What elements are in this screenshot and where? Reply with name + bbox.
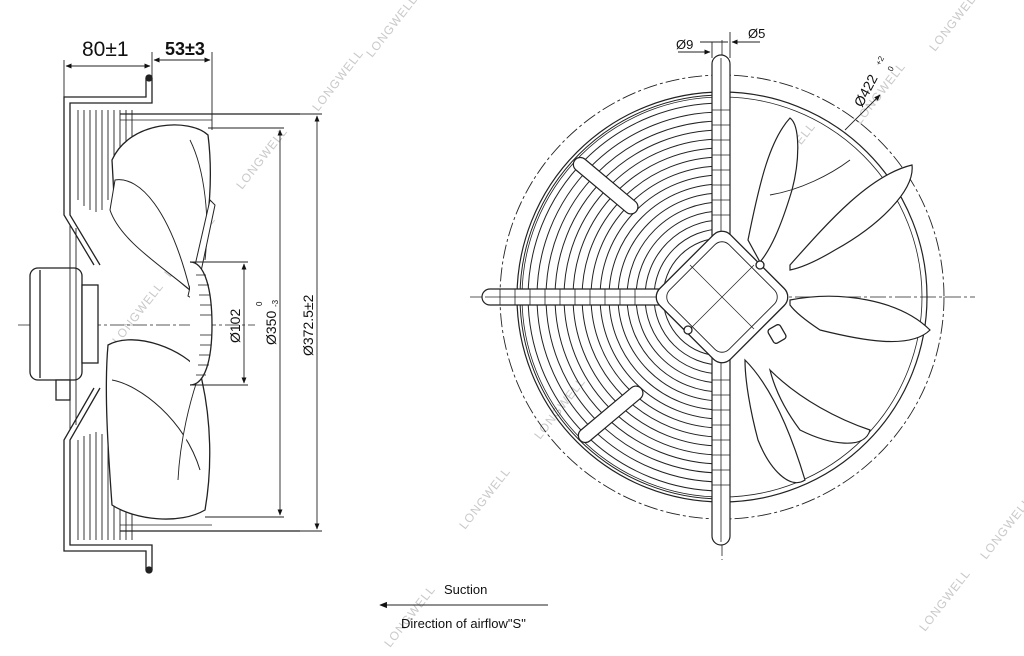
watermark-11: LONGWELL	[926, 0, 983, 54]
watermark-2: LONGWELL	[309, 46, 366, 113]
watermark-5: LONGWELL	[109, 279, 166, 346]
dim-hole-large: Ø9	[676, 37, 693, 52]
airflow-indicator: Suction Direction of airflow"S"	[379, 582, 548, 631]
watermark-12: LONGWELL	[916, 566, 973, 633]
airflow-direction-label: Direction of airflow"S"	[401, 616, 526, 631]
dim-blade-diameter: Ø350	[263, 311, 279, 345]
fan-hub-front	[655, 230, 789, 364]
dim-pcd-tol-upper: +2	[874, 54, 886, 67]
dim-pcd-tol-lower: 0	[886, 64, 896, 73]
airflow-suction-label: Suction	[444, 582, 487, 597]
fan-hub-side	[189, 261, 213, 386]
front-dimensions	[678, 32, 881, 131]
motor-body	[29, 267, 99, 401]
dim-blade-tol-lower: -3	[271, 299, 280, 307]
watermark-6: LONGWELL	[456, 464, 513, 531]
dim-ring-diameter: Ø372.5±2	[300, 294, 316, 356]
fan-blades-front	[744, 117, 931, 484]
fan-blades-side	[105, 124, 216, 520]
watermark-13: LONGWELL	[977, 494, 1024, 561]
watermark-1: LONGWELL	[363, 0, 420, 60]
watermark-3: LONGWELL	[233, 124, 290, 191]
dim-hole-small: Ø5	[748, 26, 765, 41]
side-dimensions	[63, 52, 322, 532]
side-view	[18, 52, 322, 574]
dim-offset: 53±3	[165, 39, 205, 59]
dim-hub: Ø102	[227, 309, 243, 343]
dim-blade-tol-upper: 0	[255, 301, 264, 306]
dim-depth: 80±1	[82, 38, 129, 61]
front-view	[470, 32, 975, 560]
